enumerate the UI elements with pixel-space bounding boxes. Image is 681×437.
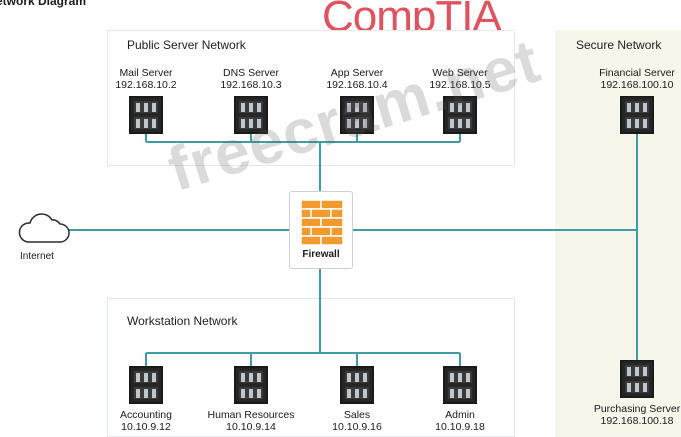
server-ip: 192.168.10.2 bbox=[115, 79, 177, 91]
admin-workstation[interactable]: Admin 10.10.9.18 bbox=[390, 366, 530, 433]
server-rack-icon bbox=[340, 366, 374, 404]
server-rack-icon bbox=[620, 360, 654, 398]
workstation-ip: 10.10.9.12 bbox=[121, 421, 171, 433]
app-server[interactable]: App Server 192.168.10.4 bbox=[287, 67, 427, 134]
server-name: Financial Server bbox=[599, 67, 675, 79]
server-ip: 192.168.10.5 bbox=[429, 79, 491, 91]
server-ip: 192.168.100.18 bbox=[600, 415, 674, 427]
server-ip: 192.168.10.3 bbox=[220, 79, 282, 91]
workstation-name: Accounting bbox=[120, 409, 172, 421]
workstation-network-title: Workstation Network bbox=[127, 314, 238, 328]
server-name: App Server bbox=[330, 67, 384, 79]
workstation-ip: 10.10.9.18 bbox=[435, 421, 485, 433]
secure-network-title: Secure Network bbox=[576, 38, 662, 52]
secure-network-zone bbox=[555, 30, 681, 437]
firewall-label: Firewall bbox=[302, 249, 340, 260]
firewall[interactable]: Firewall bbox=[289, 191, 353, 269]
page-title: etwork Diagram bbox=[0, 0, 87, 8]
server-rack-icon bbox=[620, 96, 654, 134]
server-rack-icon bbox=[234, 96, 268, 134]
financial-server[interactable]: Financial Server 192.168.100.10 bbox=[567, 67, 681, 134]
purchasing-server[interactable]: Purchasing Server 192.168.100.18 bbox=[567, 360, 681, 427]
workstation-name: Human Resources bbox=[207, 409, 295, 421]
firewall-brick-icon bbox=[301, 200, 343, 246]
human-resources-workstation[interactable]: Human Resources 10.10.9.14 bbox=[181, 366, 321, 433]
server-rack-icon bbox=[234, 366, 268, 404]
workstation-ip: 10.10.9.14 bbox=[226, 421, 276, 433]
server-rack-icon bbox=[443, 366, 477, 404]
dns-server[interactable]: DNS Server 192.168.10.3 bbox=[181, 67, 321, 134]
server-name: DNS Server bbox=[222, 67, 279, 79]
server-name: Mail Server bbox=[119, 67, 173, 79]
cloud-icon[interactable] bbox=[18, 211, 70, 245]
server-name: Purchasing Server bbox=[593, 403, 681, 415]
server-ip: 192.168.10.4 bbox=[326, 79, 388, 91]
server-rack-icon bbox=[129, 366, 163, 404]
mail-server[interactable]: Mail Server 192.168.10.2 bbox=[76, 67, 216, 134]
internet-label: Internet bbox=[20, 251, 54, 262]
sales-workstation[interactable]: Sales 10.10.9.16 bbox=[287, 366, 427, 433]
workstation-name: Admin bbox=[445, 409, 475, 421]
server-rack-icon bbox=[129, 96, 163, 134]
public-network-title: Public Server Network bbox=[127, 38, 246, 52]
server-rack-icon bbox=[443, 96, 477, 134]
server-name: Web Server bbox=[432, 67, 488, 79]
workstation-ip: 10.10.9.16 bbox=[332, 421, 382, 433]
server-rack-icon bbox=[340, 96, 374, 134]
server-ip: 192.168.100.10 bbox=[600, 79, 674, 91]
accounting-workstation[interactable]: Accounting 10.10.9.12 bbox=[76, 366, 216, 433]
web-server[interactable]: Web Server 192.168.10.5 bbox=[390, 67, 530, 134]
workstation-name: Sales bbox=[343, 409, 371, 421]
